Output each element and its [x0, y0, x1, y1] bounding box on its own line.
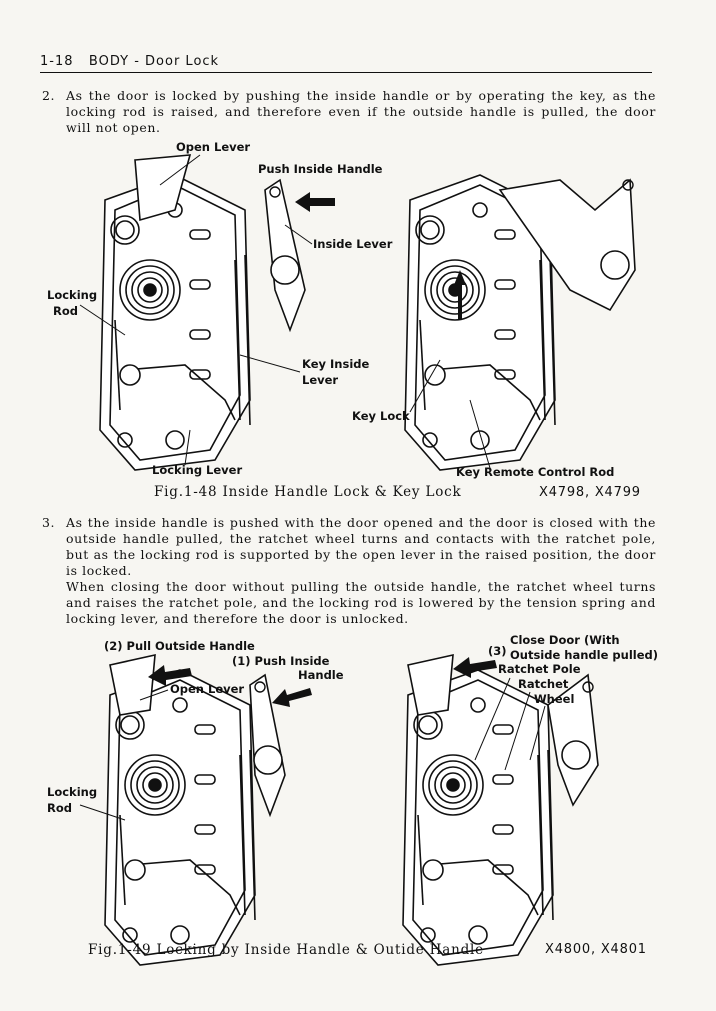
arrow-icon [453, 657, 497, 678]
label-key-remote-control-rod: Key Remote Control Rod [456, 465, 614, 479]
label-wheel: Wheel [534, 692, 574, 706]
section-title: BODY - Door Lock [88, 54, 220, 69]
label-outside-handle-pulled: Outside handle pulled) [510, 648, 658, 662]
paragraph-text: As the inside handle is pushed with the … [66, 515, 656, 578]
label-locking-lever: Locking Lever [152, 463, 242, 477]
paragraph-number: 2. [42, 88, 56, 103]
page-header: 1-18 BODY - Door Lock [40, 54, 652, 73]
label-open-lever-2: Open Lever [170, 682, 244, 696]
figure-code-2: X4800, X4801 [545, 942, 647, 957]
diagram-lock-left [99, 154, 306, 471]
diagram-lock-right-2 [402, 653, 599, 966]
label-locking: Locking [47, 288, 97, 302]
label-pull-outside-handle: (2) Pull Outside Handle [104, 639, 255, 653]
label-rod: Rod [53, 304, 78, 318]
label-ratchet-pole: Ratchet Pole [498, 662, 581, 676]
figure-code: X4798, X4799 [539, 485, 641, 500]
paragraph-3: 3. As the inside handle is pushed with t… [42, 515, 656, 627]
label-open-lever: Open Lever [176, 140, 250, 154]
label-key-inside: Key Inside [302, 357, 369, 371]
paragraph-number: 3. [42, 515, 56, 530]
label-push-inside-handle: Push Inside Handle [258, 162, 383, 176]
label-locking-2: Locking [47, 785, 97, 799]
page-number: 1-18 [40, 54, 74, 69]
label-push-inside: (1) Push Inside [232, 654, 330, 668]
arrow-icon [148, 665, 192, 686]
paragraph-text: When closing the door without pulling th… [66, 579, 656, 626]
label-close-door: Close Door (With [510, 633, 620, 647]
diagram-lock-left-2 [104, 653, 286, 966]
paragraph-text: As the door is locked by pushing the ins… [66, 88, 656, 135]
arrow-icon [295, 192, 335, 212]
figure-caption-2: Fig.1-49 Locking by Inside Handle & Outi… [88, 942, 484, 958]
diagram-lock-right [404, 174, 636, 471]
label-key-lock: Key Lock [352, 409, 410, 423]
label-close-door-number: (3) [488, 644, 507, 658]
label-inside-lever: Inside Lever [313, 237, 393, 251]
label-handle: Handle [298, 668, 344, 682]
label-lever: Lever [302, 373, 338, 387]
label-rod-2: Rod [47, 801, 72, 815]
label-ratchet: Ratchet [518, 677, 569, 691]
figure-caption: Fig.1-48 Inside Handle Lock & Key Lock [154, 484, 462, 500]
arrow-icon [272, 688, 312, 707]
paragraph-2: 2. As the door is locked by pushing the … [42, 88, 656, 136]
